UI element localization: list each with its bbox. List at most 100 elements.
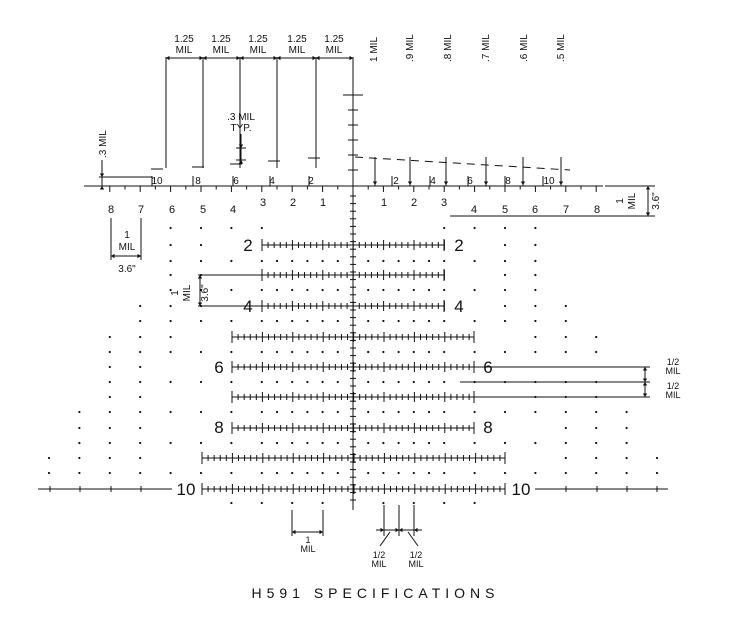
holdover-dot bbox=[139, 304, 142, 308]
holdover-dot bbox=[199, 273, 203, 277]
holdover-dot bbox=[473, 259, 476, 263]
holdover-dot bbox=[139, 319, 142, 323]
holdover-dot bbox=[169, 273, 172, 277]
holdover-dot bbox=[595, 471, 598, 475]
holdover-dot bbox=[169, 350, 172, 354]
dimension-arrow bbox=[642, 378, 648, 382]
row-label-6-left: 6 bbox=[214, 358, 223, 377]
spacing-label-5: 1.25 bbox=[324, 34, 344, 45]
holdover-dot bbox=[260, 380, 263, 384]
h-number-right-4: 4 bbox=[471, 204, 477, 216]
holdover-dot bbox=[139, 426, 142, 430]
holdover-dot bbox=[367, 350, 370, 354]
holdover-dot bbox=[306, 380, 309, 384]
drop-number-left-8: 8 bbox=[195, 176, 201, 187]
holdover-dot bbox=[534, 410, 537, 414]
holdover-dot bbox=[625, 456, 628, 460]
holdover-dot bbox=[382, 501, 385, 505]
holdover-dot bbox=[169, 243, 172, 247]
holdover-dot bbox=[382, 259, 385, 263]
h-number-right-8: 8 bbox=[594, 204, 600, 216]
holdover-dot bbox=[534, 288, 537, 292]
holdover-dot bbox=[427, 259, 431, 263]
h-number-right-2: 2 bbox=[411, 197, 417, 209]
holdover-dot bbox=[306, 410, 309, 414]
holdover-dot bbox=[625, 441, 628, 445]
h-number-left-8: 8 bbox=[108, 204, 114, 216]
vertical-label-1mil: 1 MIL bbox=[369, 37, 380, 62]
dim-lower-left-unit: MIL bbox=[119, 242, 136, 253]
holdover-dot bbox=[230, 441, 233, 445]
holdover-dot bbox=[139, 350, 142, 354]
holdover-dot bbox=[230, 288, 233, 292]
holdover-dot bbox=[564, 380, 567, 384]
dimension-arrow bbox=[292, 529, 296, 535]
holdover-dot bbox=[412, 380, 415, 384]
holdover-dot bbox=[564, 441, 567, 445]
dimension-arrow bbox=[520, 181, 526, 185]
holdover-dot bbox=[321, 288, 324, 292]
holdover-dot bbox=[397, 350, 400, 354]
row-labels: 2 2 4 4 6 6 8 8 10 10 bbox=[177, 236, 531, 499]
holdover-dot bbox=[534, 226, 537, 230]
holdover-dot bbox=[108, 410, 111, 414]
dimension-arrow bbox=[414, 527, 418, 533]
holdover-dot bbox=[367, 288, 370, 292]
holdover-dot bbox=[139, 471, 142, 475]
holdover-dot bbox=[260, 288, 263, 292]
holdover-dot bbox=[321, 441, 324, 445]
bottom-half-leader-b bbox=[407, 531, 419, 547]
h-number-right-1: 1 bbox=[381, 197, 387, 209]
holdover-dot bbox=[443, 288, 446, 292]
holdover-dot bbox=[564, 395, 567, 399]
dimension-arrow bbox=[137, 253, 141, 259]
holdover-dot bbox=[139, 456, 142, 460]
dim-vertical-left-value: 1 bbox=[170, 290, 181, 296]
holdover-dots bbox=[47, 226, 659, 505]
holdover-dot bbox=[139, 365, 142, 369]
holdover-dot bbox=[595, 380, 598, 384]
reticle-lines bbox=[38, 55, 668, 547]
holdover-dot bbox=[534, 319, 537, 323]
holdover-dot bbox=[443, 501, 446, 505]
dimension-arrow bbox=[642, 393, 648, 397]
holdover-dot bbox=[291, 471, 294, 475]
holdover-dot bbox=[595, 441, 598, 445]
holdover-dot bbox=[139, 410, 142, 414]
holdover-dot bbox=[306, 288, 309, 292]
spacing-label-1-unit: MIL bbox=[176, 45, 193, 56]
holdover-dot bbox=[443, 441, 446, 445]
holdover-dot bbox=[199, 288, 203, 292]
holdover-dot bbox=[473, 319, 476, 323]
holdover-dot bbox=[169, 410, 172, 414]
holdover-dot bbox=[108, 350, 111, 354]
holdover-dot bbox=[199, 259, 203, 263]
dimension-arrow bbox=[197, 275, 203, 279]
horizontal-scale-numbers: 8 7 6 5 4 3 2 1 1 2 3 4 5 6 7 8 bbox=[108, 197, 600, 216]
holdover-dot bbox=[321, 501, 324, 505]
dimension-arrow bbox=[372, 181, 378, 185]
dimension-arrow bbox=[111, 253, 115, 259]
spacing-label-3-unit: MIL bbox=[250, 45, 267, 56]
holdover-dot bbox=[169, 471, 172, 475]
holdover-dot bbox=[564, 335, 567, 339]
holdover-dot bbox=[503, 304, 507, 308]
bottom-half-leader-a bbox=[379, 531, 391, 547]
holdover-dot bbox=[291, 319, 294, 323]
holdover-dot bbox=[260, 319, 263, 323]
holdover-dot bbox=[473, 288, 476, 292]
holdover-dot bbox=[336, 288, 339, 292]
dimension-arrow bbox=[380, 527, 384, 533]
holdover-dot bbox=[412, 350, 415, 354]
dimension-arrow bbox=[645, 186, 651, 190]
holdover-dot bbox=[47, 471, 51, 475]
holdover-dot bbox=[382, 471, 385, 475]
dim-vertical-left-inches: 3.6" bbox=[200, 284, 211, 302]
spacing-label-4: 1.25 bbox=[287, 34, 307, 45]
holdover-dot bbox=[108, 395, 111, 399]
holdover-dot bbox=[108, 365, 111, 369]
dimension-arrow bbox=[197, 302, 203, 306]
holdover-dot bbox=[78, 456, 81, 460]
vertical-label-08mil: .8 MIL bbox=[443, 34, 454, 62]
holdover-dot bbox=[503, 471, 507, 475]
